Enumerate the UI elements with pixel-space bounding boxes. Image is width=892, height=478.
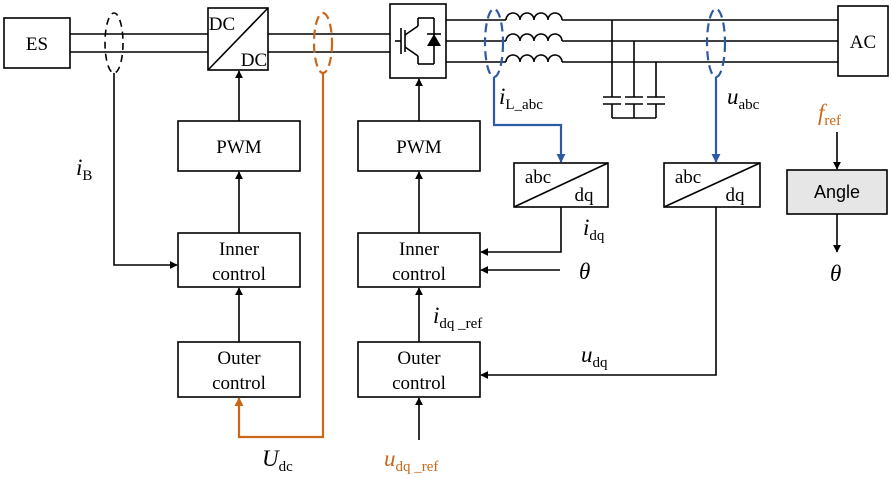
abc-dq-transform-voltage: abc dq (663, 162, 761, 208)
ib-label: iB (76, 155, 92, 184)
inner-left-line2: control (212, 264, 266, 285)
current-sensor-ib (104, 12, 124, 74)
theta-label-inner: θ (579, 259, 590, 284)
ac-label: AC (850, 32, 876, 53)
abc-label-1: abc (525, 167, 551, 188)
dcdc-converter: DC DC (207, 7, 269, 71)
udq-ref-label: udq _ref (384, 446, 438, 475)
uabc-label: uabc (727, 84, 760, 113)
inner-right-line1: Inner (399, 239, 440, 260)
dq-label-2: dq (726, 185, 746, 206)
inverter-block (389, 3, 447, 79)
dq-label-1: dq (575, 185, 595, 206)
angle-block: Angle (786, 169, 888, 215)
voltage-sensor-udc (312, 11, 334, 75)
pwm-left-label: PWM (216, 137, 262, 158)
outer-right-line1: Outer (397, 348, 441, 369)
inner-control-right: Inner control (357, 232, 481, 288)
es-label: ES (26, 34, 48, 55)
udc-label: Udc (262, 446, 293, 475)
inner-control-left: Inner control (177, 232, 301, 288)
outer-left-line1: Outer (217, 348, 261, 369)
fref-label: fref (818, 100, 841, 129)
power-path (70, 19, 838, 63)
abc-dq-transform-current: abc dq (513, 162, 609, 208)
inner-left-line1: Inner (219, 239, 260, 260)
pwm-block-right: PWM (357, 120, 481, 172)
dcdc-bottom-label: DC (241, 50, 267, 71)
pwm-right-label: PWM (396, 137, 442, 158)
udq-label: udq (581, 342, 608, 371)
outer-left-line2: control (212, 373, 266, 394)
dcdc-top-label: DC (209, 14, 235, 35)
pwm-block-left: PWM (177, 120, 301, 172)
inner-right-line2: control (392, 264, 446, 285)
inductor-bank (505, 12, 563, 63)
angle-label: Angle (814, 182, 860, 202)
outer-control-left: Outer control (177, 341, 301, 398)
es-block: ES (3, 17, 71, 69)
outer-right-line2: control (392, 373, 446, 394)
abc-label-2: abc (675, 167, 701, 188)
theta-label-angle: θ (830, 261, 841, 286)
idq-ref-label: idq _ref (433, 303, 482, 332)
capacitor-bank (603, 20, 665, 119)
idq-label: idq (583, 215, 605, 244)
igbt-icon (395, 17, 441, 65)
outer-control-right: Outer control (357, 341, 481, 398)
ac-block: AC (837, 5, 889, 77)
il-abc-label: iL_abc (499, 84, 543, 113)
